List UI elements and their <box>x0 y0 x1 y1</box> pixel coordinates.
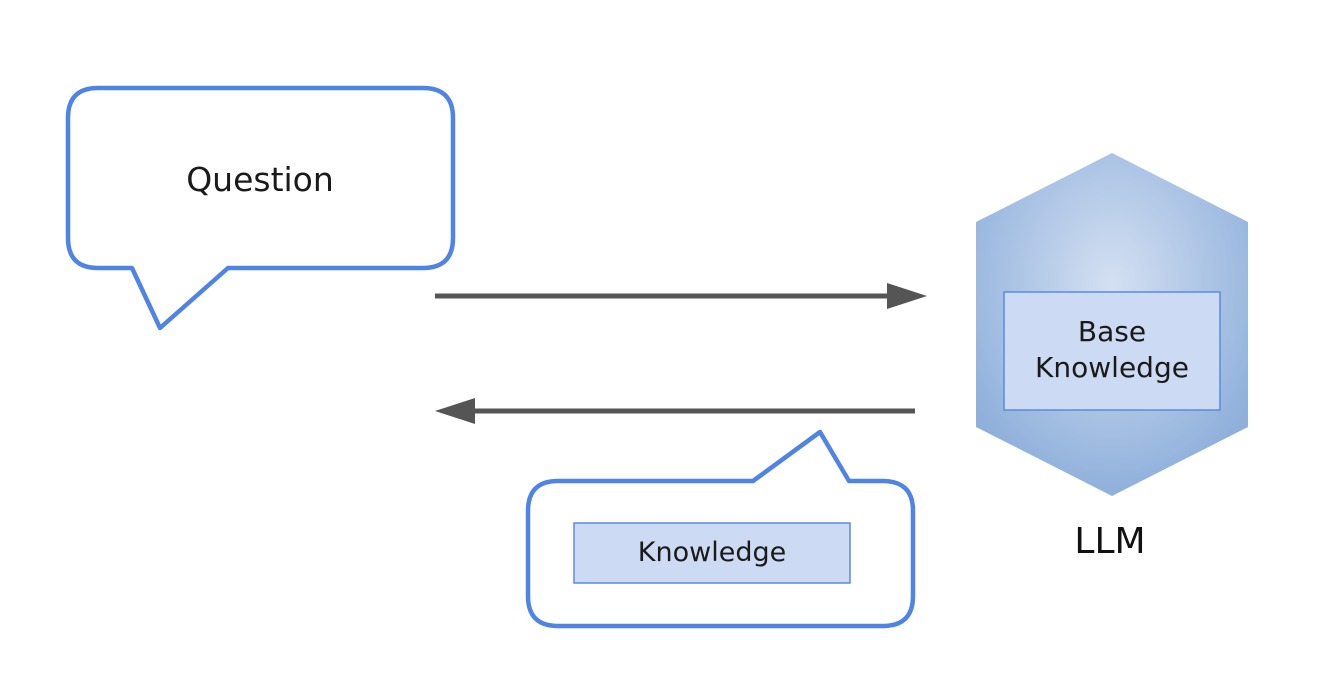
arrow-from-llm-head <box>435 398 475 424</box>
knowledge-label: Knowledge <box>637 537 787 568</box>
llm-label: LLM <box>1074 521 1146 562</box>
base-knowledge-box <box>1003 291 1221 411</box>
base-knowledge-label: Base Knowledge <box>1004 314 1220 386</box>
base-knowledge-line1: Base <box>1077 315 1147 348</box>
arrow-to-llm-head <box>887 283 927 309</box>
base-knowledge-line2: Knowledge <box>1035 351 1189 384</box>
question-bubble <box>65 85 456 331</box>
question-label: Question <box>186 160 334 199</box>
knowledge-box <box>573 522 851 584</box>
